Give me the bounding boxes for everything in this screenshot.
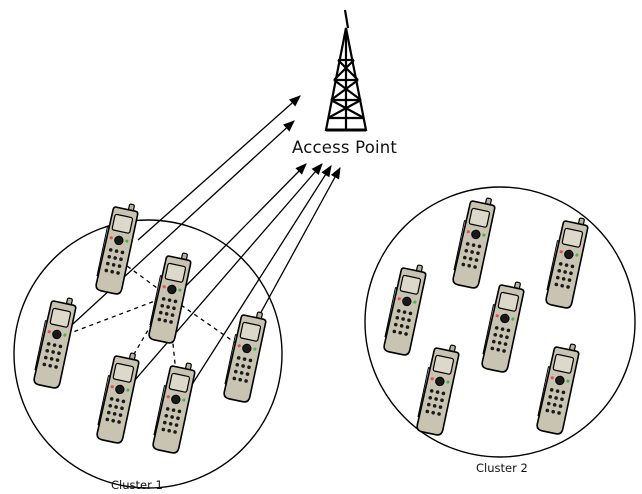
cluster-1-label: Cluster 1 [111, 478, 163, 492]
mobile-phone-icon [543, 213, 591, 310]
uplink-arrow [127, 163, 323, 389]
mobile-phone-icon [414, 340, 462, 437]
dashed-link [167, 295, 241, 347]
uplink-arrow [61, 120, 295, 335]
cluster-2-devices [381, 193, 591, 437]
cluster-2-boundary [364, 186, 636, 458]
mobile-phone-icon [31, 293, 79, 390]
mobile-phone-icon [450, 193, 498, 290]
uplink-arrow [247, 166, 341, 337]
cluster-1-boundary [13, 219, 283, 489]
intra-cluster-links [51, 251, 241, 393]
access-point-label: Access Point [292, 138, 398, 157]
mobile-phone-icon [150, 358, 198, 455]
mobile-phone-icon [146, 248, 194, 345]
mobile-phone-icon [381, 260, 429, 357]
uplink-arrow [171, 163, 307, 301]
uplink-arrow [185, 165, 332, 395]
mobile-phone-icon [221, 307, 269, 404]
mobile-phone-icon [93, 199, 141, 296]
cluster-2-label: Cluster 2 [476, 461, 528, 475]
mobile-phone-icon [534, 339, 582, 436]
uplink-arrows [61, 95, 341, 395]
uplink-arrow [137, 95, 301, 241]
mobile-phone-icon [479, 277, 527, 374]
antenna-tower-icon [324, 9, 368, 132]
mobile-phone-icon [94, 348, 142, 445]
